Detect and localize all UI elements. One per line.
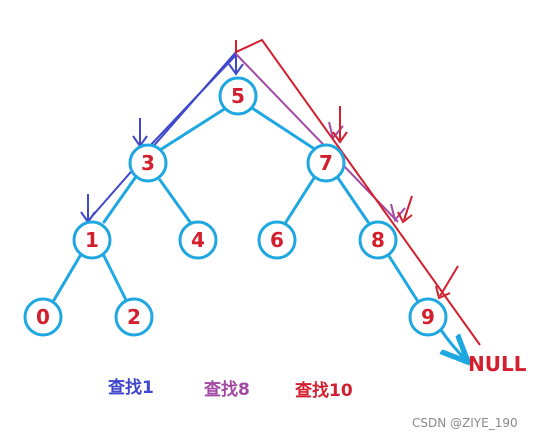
edge-1-2: [102, 254, 128, 302]
edge-7-6: [284, 176, 316, 224]
legend-search8: 查找8: [203, 379, 250, 400]
node-0-label: 0: [36, 305, 50, 329]
node-8-label: 8: [371, 228, 385, 252]
node-9: 9: [408, 297, 448, 337]
node-4-label: 4: [191, 228, 205, 252]
node-5-label: 5: [231, 84, 245, 108]
edge-7-8: [336, 176, 370, 224]
node-5: 5: [218, 76, 258, 116]
edge-3-1: [102, 176, 137, 224]
edge-9-null: [439, 328, 466, 360]
search-path-10: [235, 38, 481, 346]
null-label: NULL: [468, 352, 527, 376]
node-2-label: 2: [127, 305, 141, 329]
arrowhead-7-red: [332, 131, 348, 144]
search1-segment-root-3: [145, 54, 237, 151]
node-1-label: 1: [85, 228, 99, 252]
tree-edges: [52, 106, 466, 360]
edge-8-9: [387, 254, 419, 302]
edge-5-3: [158, 106, 228, 152]
node-7-label: 7: [319, 151, 333, 175]
edge-3-4: [158, 178, 192, 224]
arrowhead-9-red: [435, 285, 451, 300]
arrowhead-8-red: [397, 211, 413, 224]
node-6-label: 6: [270, 228, 284, 252]
search10-segment: [235, 38, 481, 346]
arrowhead-8: [390, 203, 406, 223]
search-path-8: [235, 53, 406, 223]
tree-nodes: 5 3 7 1 4 6 8: [23, 76, 448, 337]
legend-search1: 查找1: [107, 377, 154, 398]
arrowhead-5: [228, 63, 244, 76]
node-3: 3: [128, 143, 168, 183]
node-6: 6: [257, 220, 297, 260]
watermark: CSDN @ZIYE_190: [412, 416, 518, 430]
edge-5-7: [250, 106, 315, 150]
arrow-into-8-red: [403, 195, 413, 221]
node-1: 1: [72, 220, 112, 260]
node-7: 7: [306, 143, 346, 183]
legend: 查找1 查找8 查找10: [107, 377, 353, 401]
edge-1-0: [52, 254, 82, 302]
arrow-into-9-red: [439, 265, 459, 297]
node-0: 0: [23, 297, 63, 337]
node-3-label: 3: [141, 151, 155, 175]
legend-search10: 查找10: [294, 380, 353, 401]
search-path-1: [80, 40, 244, 224]
node-4: 4: [178, 220, 218, 260]
node-2: 2: [114, 297, 154, 337]
node-8: 8: [358, 220, 398, 260]
node-9-label: 9: [421, 305, 435, 329]
